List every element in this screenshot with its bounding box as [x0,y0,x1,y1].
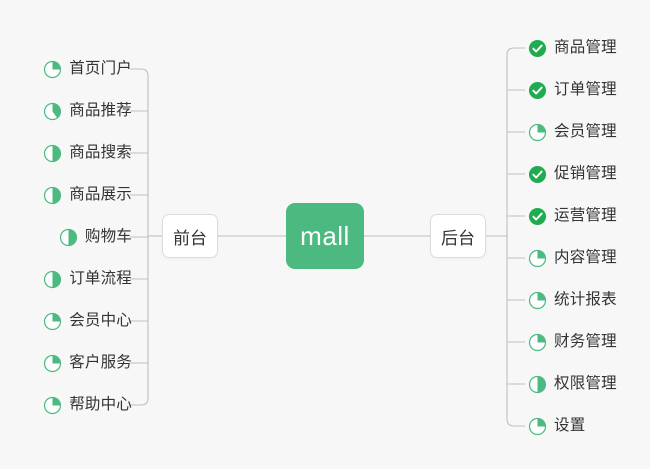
leaf-label: 商品推荐 [69,102,132,120]
leaf-label: 首页门户 [69,60,132,78]
mindmap-leaf-item[interactable]: 客户服务 [43,348,132,378]
branch-node-backend[interactable]: 后台 [430,214,486,258]
mindmap-leaf-item[interactable]: 首页门户 [43,54,132,84]
connector-line [506,47,525,427]
pie-progress-icon [59,228,77,246]
leaf-label: 统计报表 [554,291,617,309]
leaf-label: 商品搜索 [69,144,132,162]
connector-line [130,68,149,406]
pie-progress-icon [44,396,62,414]
pie-progress-icon [528,249,547,267]
leaf-label: 运营管理 [554,207,617,225]
mindmap-leaf-item[interactable]: 会员管理 [528,117,617,147]
mindmap-leaf-item[interactable]: 购物车 [59,222,132,252]
mindmap-leaf-item[interactable]: 运营管理 [528,201,617,231]
leaf-label: 购物车 [84,228,132,246]
pie-progress-icon [528,333,547,351]
leaf-label: 内容管理 [554,249,617,267]
check-circle-icon [528,207,547,225]
leaf-label: 会员中心 [69,312,132,330]
pie-progress-icon [528,123,547,141]
mindmap-leaf-item[interactable]: 商品展示 [43,180,132,210]
pie-progress-icon [528,417,547,435]
leaf-label: 帮助中心 [69,396,132,414]
pie-progress-icon [44,312,62,330]
leaf-label: 会员管理 [554,123,617,141]
root-node-mall[interactable]: mall [286,203,364,269]
pie-progress-icon [44,270,62,288]
mindmap-leaf-item[interactable]: 促销管理 [528,159,617,189]
root-node-label: mall [300,220,350,251]
pie-progress-icon [44,186,62,204]
leaf-label: 财务管理 [554,333,617,351]
leaf-label: 商品展示 [69,186,132,204]
leaf-label: 客户服务 [69,354,132,372]
mindmap-leaf-item[interactable]: 内容管理 [528,243,617,273]
branch-node-frontend[interactable]: 前台 [162,214,218,258]
pie-progress-icon [44,354,62,372]
mindmap-leaf-item[interactable]: 帮助中心 [43,390,132,420]
leaf-label: 商品管理 [554,39,617,57]
mindmap-leaf-item[interactable]: 商品搜索 [43,138,132,168]
check-circle-icon [528,39,547,57]
mindmap-leaf-item[interactable]: 订单流程 [43,264,132,294]
mindmap-leaf-item[interactable]: 订单管理 [528,75,617,105]
check-circle-icon [528,81,547,99]
leaf-label: 设置 [554,417,586,435]
leaf-label: 订单管理 [554,81,617,99]
leaf-label: 促销管理 [554,165,617,183]
mindmap-leaf-item[interactable]: 统计报表 [528,285,617,315]
leaf-label: 权限管理 [554,375,617,393]
mindmap-leaf-item[interactable]: 财务管理 [528,327,617,357]
mindmap-leaf-item[interactable]: 商品管理 [528,33,617,63]
mindmap-leaf-item[interactable]: 商品推荐 [43,96,132,126]
leaf-label: 订单流程 [69,270,132,288]
pie-progress-icon [528,375,547,393]
mindmap-leaf-item[interactable]: 权限管理 [528,369,617,399]
pie-progress-icon [44,144,62,162]
branch-node-backend-label: 后台 [441,228,475,248]
pie-progress-icon [44,102,62,120]
pie-progress-icon [44,60,62,78]
pie-progress-icon [528,291,547,309]
branch-node-frontend-label: 前台 [173,228,207,248]
mindmap-leaf-item[interactable]: 设置 [528,411,585,441]
mindmap-leaf-item[interactable]: 会员中心 [43,306,132,336]
check-circle-icon [528,165,547,183]
